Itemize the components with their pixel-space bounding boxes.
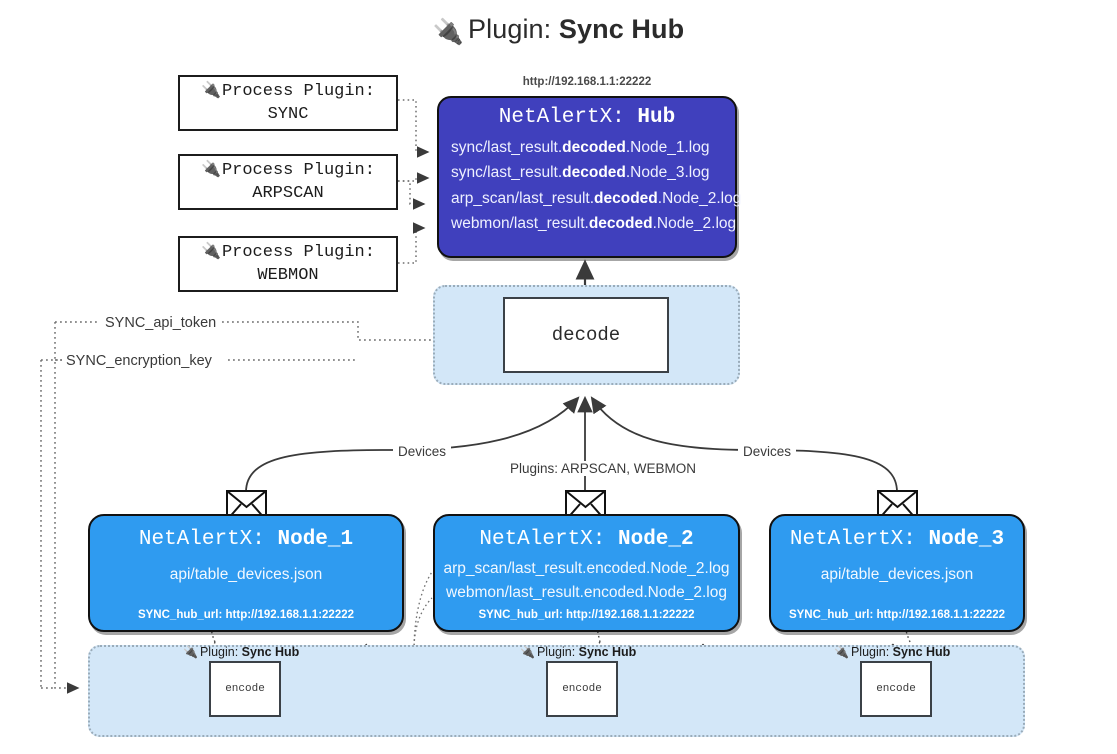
node2-left-connectors [413,571,433,651]
encode-box-2[interactable]: encode [546,661,618,717]
node-title: NetAlertX: Node_1 [138,528,354,551]
node-line: api/table_devices.json [169,566,323,583]
hub-log-entry: arp_scan/last_result.decoded.Node_2.log [451,189,742,207]
node-line: webmon/last_result.encoded.Node_2.log [446,583,727,601]
plug-icon: 🔌 [201,242,221,260]
hub-box[interactable]: NetAlertX: Hub sync/last_result.decoded.… [437,96,742,258]
edge-label-devices-left: Devices [393,444,452,459]
process-plugin-name: SYNC [267,104,309,124]
decode-box[interactable]: decode [503,297,669,373]
node-box-node-3[interactable]: NetAlertX: Node_3 api/table_devices.json… [769,514,1025,632]
encode-plugin-label-1: 🔌Plugin: Sync Hub [183,645,300,659]
node-hub-url: SYNC_hub_url: http://192.168.1.1:22222 [788,609,1006,621]
edge-label-plugins: Plugins: ARPSCAN, WEBMON [505,461,702,476]
hub-title-prefix: NetAlertX: [498,106,625,129]
hub-log-entry: sync/last_result.decoded.Node_1.log [451,139,710,156]
process-plugin-name: ARPSCAN [252,183,324,203]
node-line: arp_scan/last_result.encoded.Node_2.log [443,560,730,577]
setting-encryption-key-label: SYNC_encryption_key [62,353,216,369]
page-title-name: Sync Hub [558,14,685,44]
node-to-decode-edges [245,395,898,493]
plug-icon: 🔌 [201,81,221,99]
node-title-name: Node_1 [277,528,354,551]
settings-to-encode-connector [40,322,80,694]
node-title: NetAlertX: Node_3 [789,528,1005,551]
plug-icon: 🔌 [834,645,849,659]
plug-icon: 🔌 [201,160,221,178]
process-plugin-label: Process Plugin: [221,160,375,180]
node-line: api/table_devices.json [820,566,974,583]
node-title-name: Node_2 [618,528,694,551]
node-line-list: api/table_devices.json [90,563,402,587]
node-title: NetAlertX: Node_2 [479,528,694,551]
node-title-name: Node_3 [928,528,1005,551]
plug-icon: 🔌 [432,18,465,46]
encode-box-1[interactable]: encode [209,661,281,717]
plug-icon: 🔌 [183,645,198,659]
encode-plugin-label-3: 🔌Plugin: Sync Hub [834,645,951,659]
page-title: 🔌Plugin: Sync Hub [0,14,1117,46]
plug-icon: 🔌 [520,645,535,659]
process-plugin-arpscan[interactable]: 🔌Process Plugin: ARPSCAN [178,154,398,210]
hub-title-name: Hub [637,106,676,129]
hub-url-label: http://192.168.1.1:22222 [522,76,652,88]
encode-plugin-label-2: 🔌Plugin: Sync Hub [520,645,637,659]
plugin-to-hub-connectors [398,99,430,264]
edge-label-devices-right: Devices [738,444,797,459]
process-plugin-webmon[interactable]: 🔌Process Plugin: WEBMON [178,236,398,292]
hub-log-entry: sync/last_result.decoded.Node_3.log [451,164,710,182]
node-line-list: api/table_devices.json [771,563,1023,587]
node-box-node-1[interactable]: NetAlertX: Node_1 api/table_devices.json… [88,514,404,632]
setting-api-token-label: SYNC_api_token [101,315,221,331]
process-plugin-name: WEBMON [257,265,319,285]
hub-title: NetAlertX: Hub [439,106,735,129]
process-plugin-sync[interactable]: 🔌Process Plugin: SYNC [178,75,398,131]
process-plugin-label: Process Plugin: [221,242,375,262]
node-line-list: arp_scan/last_result.encoded.Node_2.log … [435,557,738,604]
hub-log-entry: webmon/last_result.decoded.Node_2.log [451,215,737,233]
encode-box-3[interactable]: encode [860,661,932,717]
page-title-prefix: Plugin: [468,14,552,44]
process-plugin-label: Process Plugin: [221,81,375,101]
node-box-node-2[interactable]: NetAlertX: Node_2 arp_scan/last_result.e… [433,514,740,632]
node-hub-url: SYNC_hub_url: http://192.168.1.1:22222 [137,609,355,621]
node-hub-url: SYNC_hub_url: http://192.168.1.1:22222 [478,609,695,621]
hub-log-list: sync/last_result.decoded.Node_1.log sync… [439,135,742,237]
